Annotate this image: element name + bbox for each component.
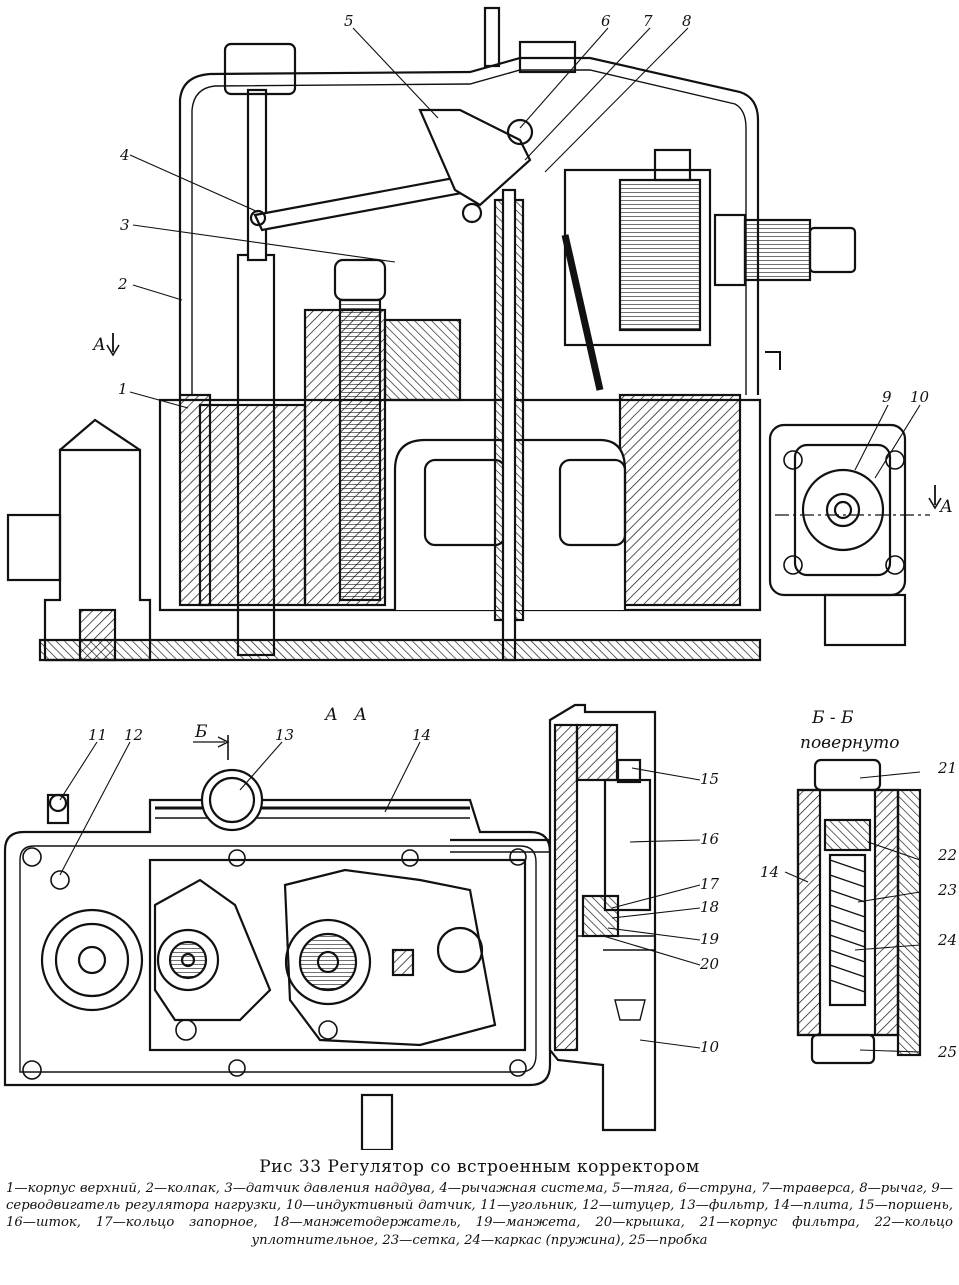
callout-3: 3	[120, 216, 130, 234]
section-bb-view	[796, 758, 922, 1065]
callout-25: 25	[937, 1043, 957, 1061]
callout-2: 2	[117, 275, 128, 293]
callout-14: 14	[412, 726, 431, 744]
callout-10: 10	[910, 388, 930, 406]
detail-callout-labels: 21 22 23 24 25 14 Б - Б повернуто	[760, 708, 957, 1061]
callout-6: 6	[601, 12, 611, 30]
callout-10-lower: 10	[700, 1038, 720, 1056]
callout-14-detail: 14	[760, 863, 779, 881]
upper-section-view	[6, 6, 942, 662]
regulator-drawing: 1 2 3 4 5 6 7 8 9 10 А А	[3, 6, 957, 1150]
callout-8: 8	[682, 12, 692, 30]
lower-callout-labels: 11 12 13 14 15 16 17 18 19 20 10 А А Б	[88, 705, 720, 1056]
callout-13: 13	[275, 726, 294, 744]
callout-23: 23	[937, 881, 957, 899]
callout-15: 15	[700, 770, 719, 788]
upper-leader-lines	[129, 27, 921, 479]
callout-24: 24	[937, 931, 957, 949]
callout-5: 5	[344, 12, 354, 30]
section-mark-a-left: А	[92, 335, 106, 355]
callout-21: 21	[937, 759, 957, 777]
upper-callout-labels: 1 2 3 4 5 6 7 8 9 10 А А	[92, 12, 953, 517]
callout-17: 17	[700, 875, 720, 893]
callout-4: 4	[119, 146, 130, 164]
lower-leader-lines	[59, 741, 701, 1049]
figure-caption: Рис 33 Регулятор со встроенным корректор…	[0, 1157, 959, 1249]
section-mark-a-right: А	[939, 497, 953, 517]
callout-9: 9	[882, 388, 892, 406]
callout-11: 11	[88, 726, 107, 744]
callout-1: 1	[118, 380, 128, 398]
section-title-aa: А А	[324, 705, 367, 725]
figure-legend: 1—корпус верхний, 2—колпак, 3—датчик дав…	[6, 1181, 953, 1248]
section-rotated-note: повернуто	[800, 733, 899, 753]
detail-leader-lines	[784, 771, 921, 1053]
callout-12: 12	[124, 726, 143, 744]
callout-22: 22	[937, 846, 957, 864]
callout-18: 18	[700, 898, 719, 916]
section-aa-view	[3, 735, 555, 1150]
callout-16: 16	[700, 830, 720, 848]
callout-7: 7	[643, 12, 653, 30]
callout-19: 19	[700, 930, 720, 948]
section-title-bb: Б - Б	[811, 708, 854, 728]
section-mark-b: Б	[194, 722, 208, 742]
figure-title: Рис 33 Регулятор со встроенным корректор…	[259, 1157, 700, 1177]
piston-assembly-view	[548, 703, 657, 1132]
callout-20: 20	[699, 955, 720, 973]
